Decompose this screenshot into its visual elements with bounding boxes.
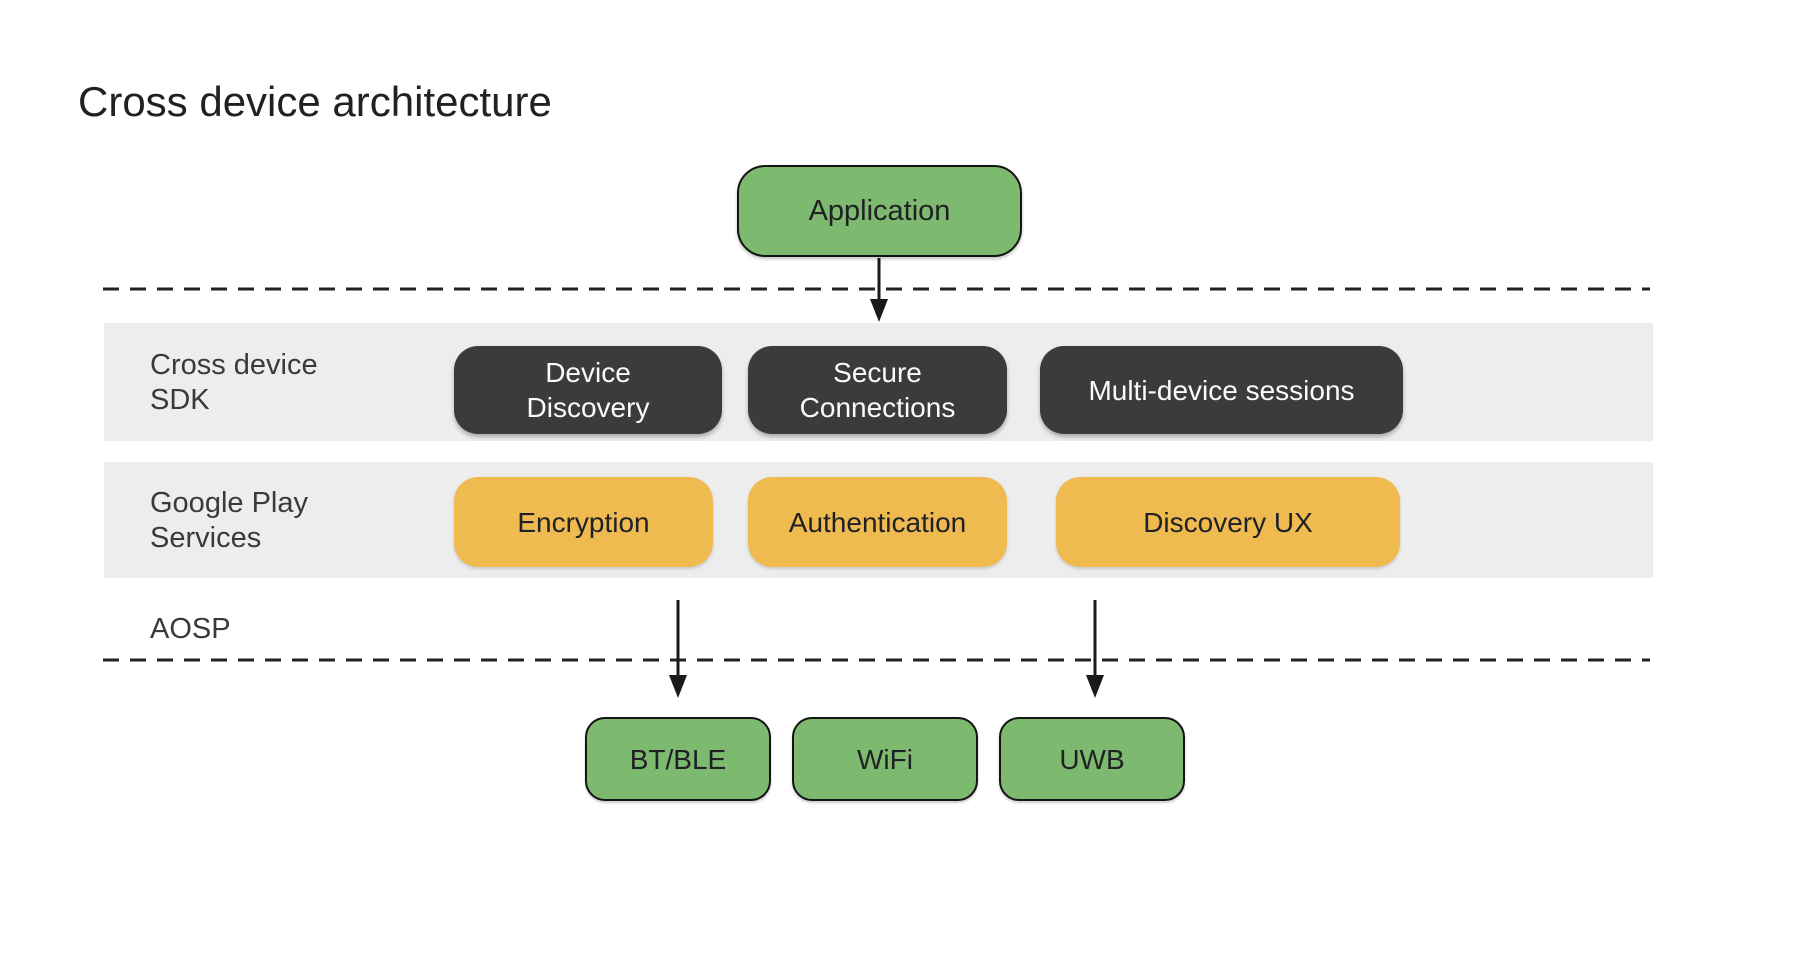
google-play-services-label-line2: Services bbox=[150, 522, 262, 554]
cross-device-sdk-label: Cross device SDK bbox=[150, 348, 318, 418]
authentication-box: Authentication bbox=[748, 477, 1007, 567]
wifi-box: WiFi bbox=[792, 717, 978, 801]
multi-device-sessions-box: Multi-device sessions bbox=[1040, 346, 1403, 434]
arrow-application-to-sdk bbox=[870, 258, 888, 322]
arrow-to-uwb bbox=[1086, 600, 1104, 698]
arrow-to-btble bbox=[669, 600, 687, 698]
cross-device-sdk-label-line1: Cross device bbox=[150, 349, 318, 381]
google-play-services-label: Google Play Services bbox=[150, 486, 308, 556]
btble-box: BT/BLE bbox=[585, 717, 771, 801]
cross-device-sdk-label-line2: SDK bbox=[150, 384, 210, 416]
page-title: Cross device architecture bbox=[78, 78, 552, 125]
encryption-box: Encryption bbox=[454, 477, 713, 567]
aosp-label: AOSP bbox=[150, 613, 231, 645]
uwb-box: UWB bbox=[999, 717, 1185, 801]
secure-connections-box: Secure Connections bbox=[748, 346, 1007, 434]
device-discovery-box: Device Discovery bbox=[454, 346, 722, 434]
application-box: Application bbox=[737, 165, 1022, 257]
google-play-services-label-line1: Google Play bbox=[150, 487, 308, 519]
discovery-ux-box: Discovery UX bbox=[1056, 477, 1400, 567]
